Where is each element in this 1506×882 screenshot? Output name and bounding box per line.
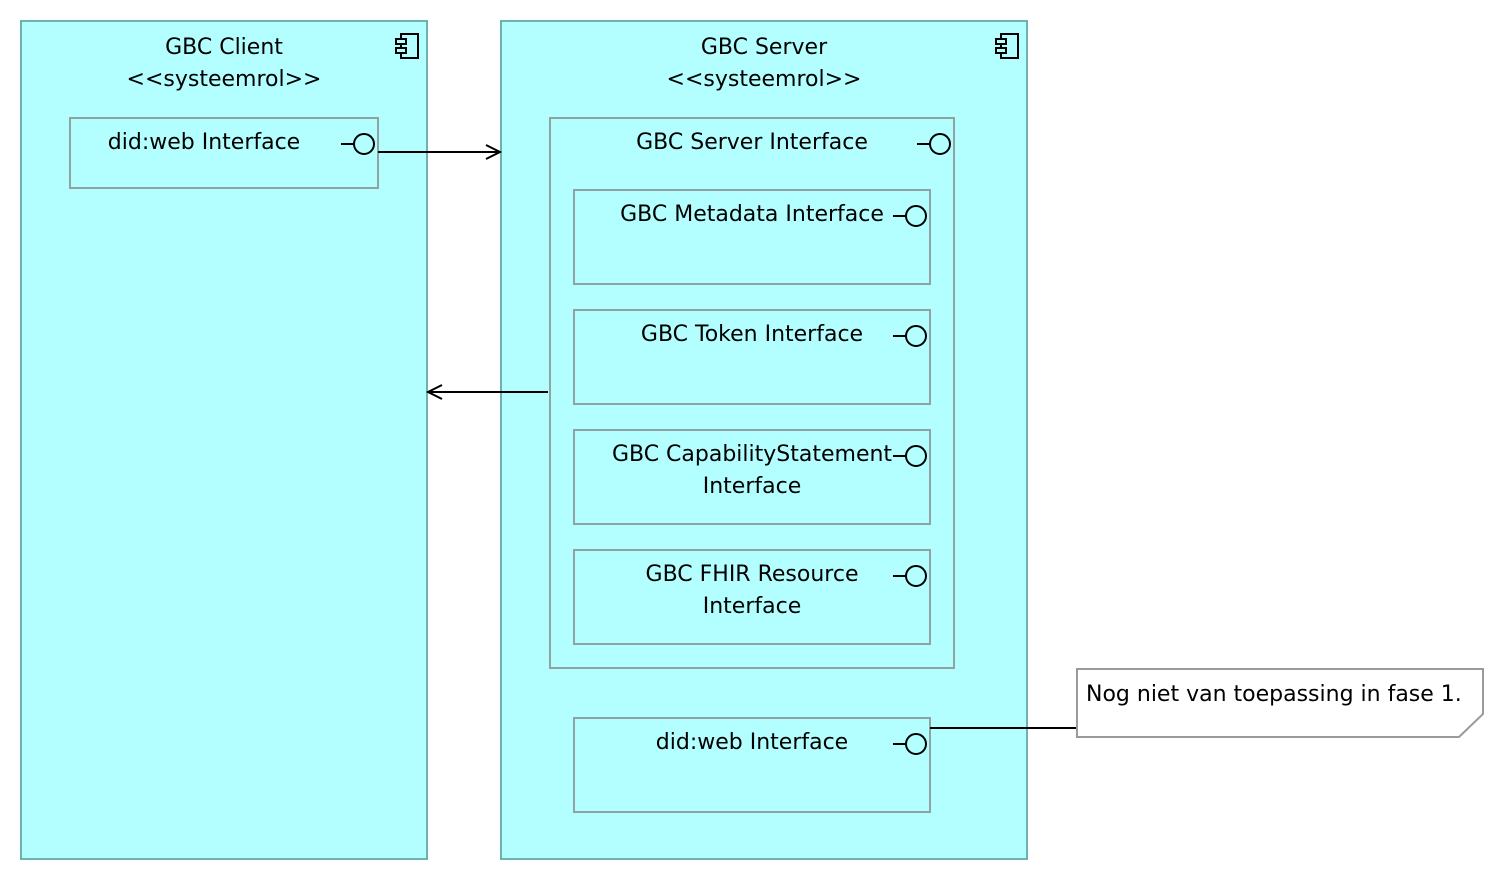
interface-lollipop-icon [893, 205, 927, 227]
client-stereotype: <<systeemrol>> [126, 67, 322, 92]
capabilitystatement-interface-label-line1: GBC CapabilityStatement [611, 442, 893, 467]
gbc-client-component[interactable]: GBC Client <<systeemrol>> did:web Interf… [20, 20, 428, 860]
gbc-fhir-resource-interface[interactable]: GBC FHIR Resource Interface [573, 549, 931, 645]
token-interface-label: GBC Token Interface [640, 322, 864, 347]
interface-lollipop-icon [893, 445, 927, 467]
component-icon [995, 33, 1019, 59]
interface-lollipop-icon [893, 325, 927, 347]
arrow-server-to-client[interactable] [425, 384, 548, 400]
component-icon [395, 33, 419, 59]
interface-lollipop-icon [917, 133, 951, 155]
note-shape [1076, 668, 1484, 738]
gbc-metadata-interface[interactable]: GBC Metadata Interface [573, 189, 931, 285]
gbc-server-component[interactable]: GBC Server <<systeemrol>> GBC Server Int… [500, 20, 1028, 860]
interface-lollipop-icon [341, 133, 375, 155]
client-name: GBC Client [165, 35, 283, 60]
fhir-resource-interface-label-line1: GBC FHIR Resource [645, 562, 859, 587]
gbc-capabilitystatement-interface[interactable]: GBC CapabilityStatement Interface [573, 429, 931, 525]
interface-lollipop-icon [893, 733, 927, 755]
gbc-server-interface[interactable]: GBC Server Interface GBC Metadata Interf… [549, 117, 955, 669]
client-did-web-interface-label: did:web Interface [107, 130, 301, 155]
gbc-server-interface-label: GBC Server Interface [636, 130, 868, 155]
metadata-interface-label: GBC Metadata Interface [620, 202, 884, 227]
arrow-client-to-server[interactable] [378, 144, 503, 160]
client-did-web-interface[interactable]: did:web Interface [69, 117, 379, 189]
server-did-web-interface[interactable]: did:web Interface [573, 717, 931, 813]
interface-lollipop-icon [893, 565, 927, 587]
gbc-token-interface[interactable]: GBC Token Interface [573, 309, 931, 405]
note[interactable]: Nog niet van toepassing in fase 1. [1076, 668, 1484, 738]
note-text: Nog niet van toepassing in fase 1. [1086, 682, 1462, 707]
fhir-resource-interface-label-line2: Interface [702, 594, 802, 619]
capabilitystatement-interface-label-line2: Interface [702, 474, 802, 499]
server-did-web-interface-label: did:web Interface [655, 730, 849, 755]
server-name: GBC Server [700, 35, 828, 60]
server-stereotype: <<systeemrol>> [666, 67, 862, 92]
